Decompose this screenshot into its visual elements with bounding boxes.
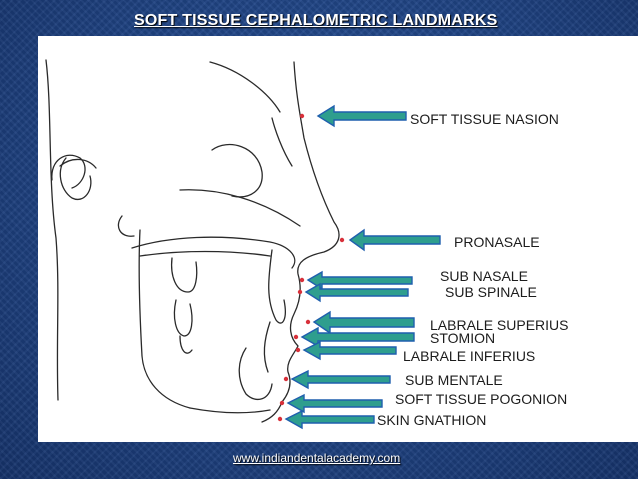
arrow-pogonion (286, 393, 383, 414)
point-sub-mentale (283, 376, 289, 382)
slide-title: SOFT TISSUE CEPHALOMETRIC LANDMARKS (134, 12, 498, 29)
point-pogonion (279, 400, 285, 406)
arrow-nasion (316, 104, 407, 128)
point-labrale-superius (305, 319, 311, 325)
label-pronasale: PRONASALE (454, 234, 540, 250)
point-sub-nasale (299, 277, 305, 283)
point-pronasale (339, 237, 345, 243)
landmark-points (277, 113, 345, 422)
soft-tissue-profile (261, 61, 340, 423)
label-labrale-inferius: LABRALE INFERIUS (403, 348, 536, 364)
upper-molar (170, 257, 198, 293)
label-nasion: SOFT TISSUE NASION (410, 111, 559, 127)
nasal-bone (271, 117, 293, 167)
label-sub-nasale: SUB NASALE (440, 268, 528, 284)
arrow-labrale-superius (312, 310, 415, 335)
sella (59, 157, 92, 200)
skull-outline (45, 59, 59, 401)
sella-floor (59, 158, 97, 169)
mandible-body (189, 407, 271, 414)
label-pogonion: SOFT TISSUE POGONION (395, 391, 568, 407)
point-gnathion (277, 416, 283, 422)
palate-lower (139, 250, 271, 257)
label-labrale-superius: LABRALE SUPERIUS (430, 317, 569, 333)
landmark-arrows (284, 104, 441, 430)
footer-link[interactable]: www.indiandentalacademy.com (233, 451, 401, 465)
frontal-outline (209, 61, 281, 113)
arrow-sub-spinale (304, 282, 409, 303)
ramus (138, 229, 191, 409)
orbit (211, 143, 263, 198)
point-nasion (299, 113, 305, 119)
point-sub-spinale (297, 289, 303, 295)
lower-incisor (263, 321, 271, 373)
label-sub-spinale: SUB SPINALE (445, 284, 537, 300)
orbit-floor (179, 189, 301, 227)
lower-molar (173, 299, 193, 337)
arrow-labrale-inferius (302, 340, 397, 361)
arrow-gnathion (284, 409, 375, 430)
upper-incisor (268, 249, 286, 324)
label-gnathion: SKIN GNATHION (377, 412, 487, 428)
palatal-plane (131, 236, 296, 269)
arrow-pronasale (348, 228, 441, 252)
point-labrale-inferius (295, 347, 301, 353)
label-sub-mentale: SUB MENTALE (405, 372, 503, 388)
lower-molar-root (179, 335, 193, 354)
ear-outline (51, 154, 86, 189)
condyle (117, 215, 135, 237)
arrow-sub-nasale (306, 270, 413, 291)
point-stomion (293, 334, 299, 340)
symphysis (238, 347, 273, 401)
arrow-sub-mentale (290, 369, 391, 390)
label-stomion: STOMION (430, 330, 496, 346)
